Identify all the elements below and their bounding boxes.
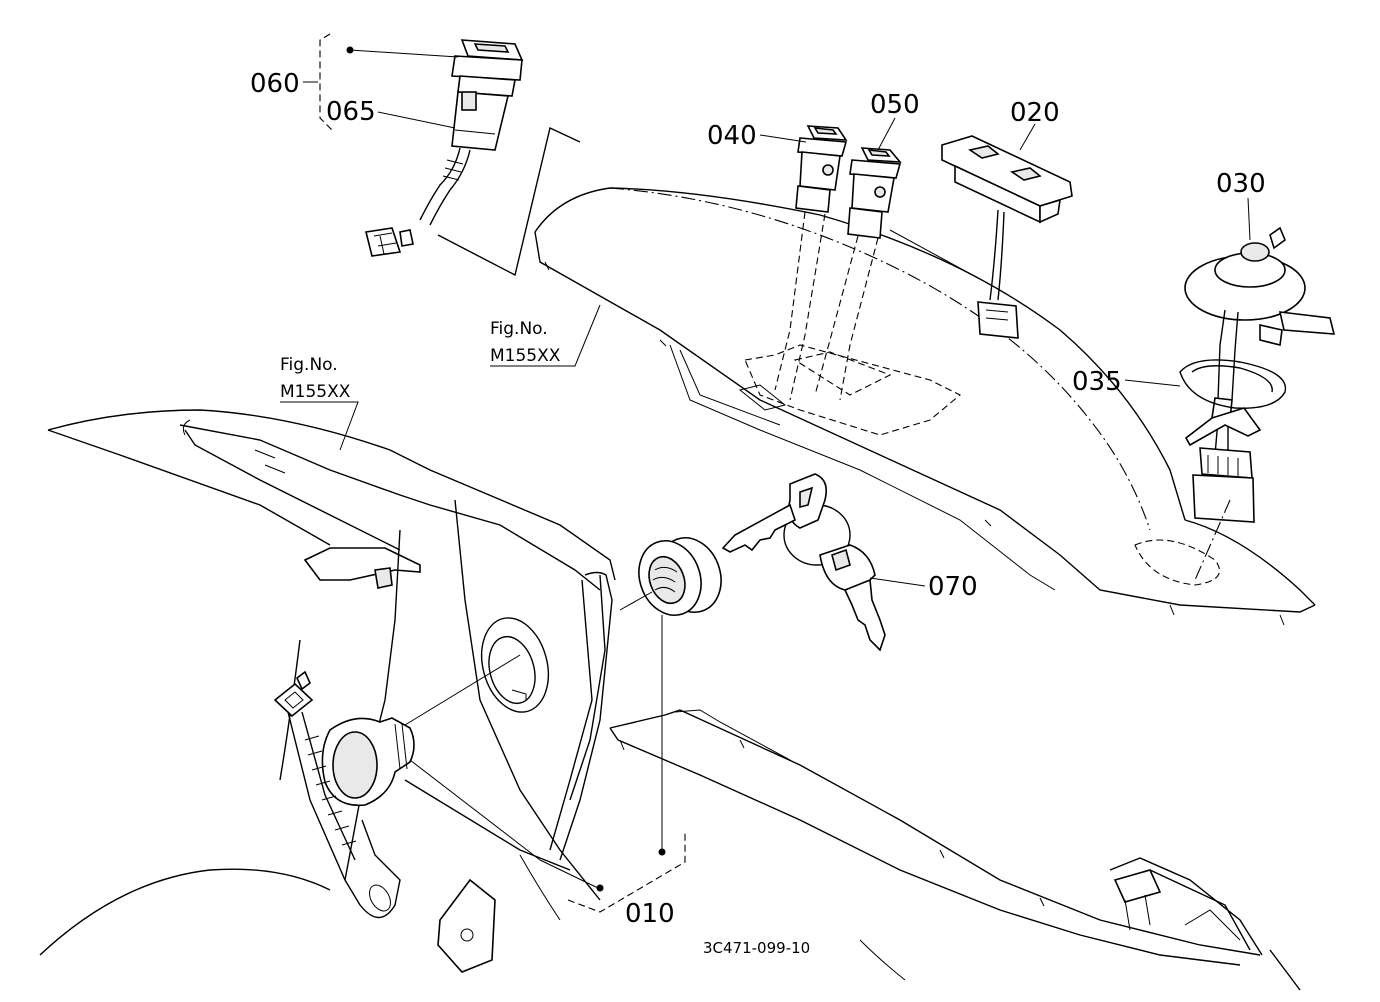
label-020: 020 xyxy=(1010,98,1060,128)
ignition-switch xyxy=(273,670,415,919)
fig-ref-upper-line1: Fig.No. xyxy=(490,319,548,339)
label-010: 010 xyxy=(625,899,675,929)
left-dash-panel xyxy=(39,409,906,981)
label-050: 050 xyxy=(870,90,920,120)
fig-ref-left-line1: Fig.No. xyxy=(280,355,338,375)
switch-060-065 xyxy=(365,39,524,257)
panel-020 xyxy=(941,135,1073,339)
nut-010 xyxy=(638,537,722,616)
lower-strip-panel xyxy=(609,709,1301,991)
label-065: 065 xyxy=(326,97,376,127)
keys-070 xyxy=(721,473,886,652)
rotary-switch-030 xyxy=(1184,226,1336,523)
switch-040 xyxy=(795,125,848,213)
label-030: 030 xyxy=(1216,169,1266,199)
bracket-010 xyxy=(567,832,686,913)
label-070: 070 xyxy=(928,572,978,602)
switch-050 xyxy=(847,147,902,239)
fig-ref-upper-line2: M155XX xyxy=(490,346,561,366)
cable-tie-035 xyxy=(1179,359,1287,447)
label-040: 040 xyxy=(707,121,757,151)
label-035: 035 xyxy=(1072,367,1122,397)
drawing-code: 3C471-099-10 xyxy=(703,939,810,957)
fig-ref-left-line2: M155XX xyxy=(280,382,351,402)
ignition-hole xyxy=(480,617,550,713)
label-060: 060 xyxy=(250,69,300,99)
bracket-060 xyxy=(319,33,333,131)
